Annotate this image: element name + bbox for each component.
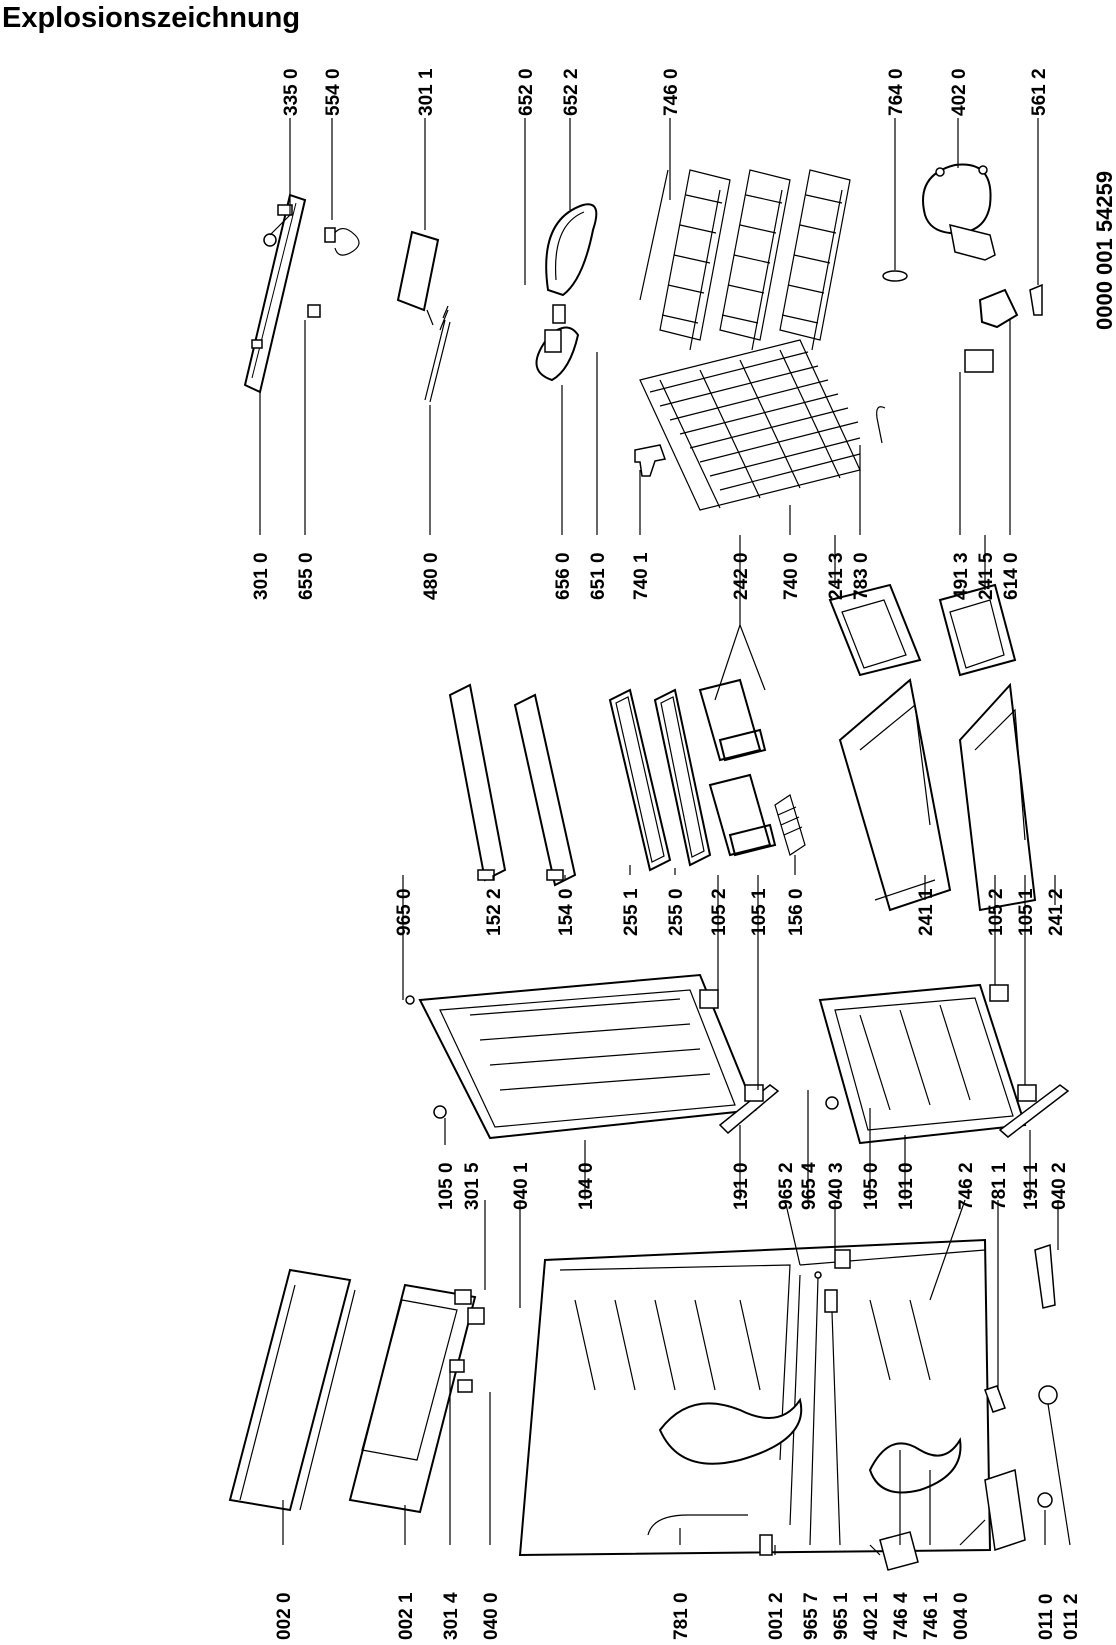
- label-965-2: 965 2: [776, 1162, 797, 1210]
- label-301-1: 301 1: [416, 68, 437, 116]
- part-labels: 335 0 554 0 301 1 652 0 652 2 746 0 764 …: [251, 68, 1082, 1640]
- label-746-2: 746 2: [956, 1162, 977, 1210]
- label-746-4: 746 4: [891, 1592, 912, 1640]
- label-105-1-b: 105 1: [1016, 888, 1037, 936]
- label-652-2: 652 2: [561, 68, 582, 116]
- label-652-0: 652 0: [516, 68, 537, 116]
- label-402-1: 402 1: [861, 1592, 882, 1640]
- label-783-0: 783 0: [851, 552, 872, 600]
- label-301-0: 301 0: [251, 552, 272, 600]
- label-241-1: 241 1: [916, 888, 937, 936]
- label-104-0: 104 0: [576, 1162, 597, 1210]
- label-004-0: 004 0: [951, 1592, 972, 1640]
- label-764-0: 764 0: [886, 68, 907, 116]
- label-011-2: 011 2: [1061, 1594, 1082, 1641]
- label-002-0: 002 0: [274, 1592, 295, 1640]
- label-402-0: 402 0: [949, 68, 970, 116]
- label-965-1: 965 1: [831, 1592, 852, 1640]
- label-241-5: 241 5: [976, 552, 997, 600]
- label-965-4: 965 4: [799, 1162, 820, 1210]
- label-335-0: 335 0: [281, 68, 302, 116]
- label-040-0: 040 0: [481, 1592, 502, 1640]
- label-781-1: 781 1: [989, 1162, 1010, 1210]
- label-301-4: 301 4: [441, 1592, 462, 1640]
- label-002-1: 002 1: [396, 1592, 417, 1640]
- label-040-3: 040 3: [826, 1162, 847, 1210]
- label-255-0: 255 0: [666, 888, 687, 936]
- label-101-0: 101 0: [896, 1162, 917, 1210]
- label-656-0: 656 0: [553, 552, 574, 600]
- label-040-2: 040 2: [1049, 1162, 1070, 1210]
- label-554-0: 554 0: [323, 68, 344, 116]
- label-011-0: 011 0: [1036, 1594, 1057, 1641]
- label-491-3: 491 3: [951, 552, 972, 600]
- label-242-0: 242 0: [731, 552, 752, 600]
- label-746-1: 746 1: [921, 1592, 942, 1640]
- label-105-2: 105 2: [709, 888, 730, 936]
- label-255-1: 255 1: [621, 888, 642, 936]
- label-105-0: 105 0: [436, 1162, 457, 1210]
- label-191-1: 191 1: [1021, 1162, 1042, 1210]
- label-040-1: 040 1: [511, 1162, 532, 1210]
- label-480-0: 480 0: [421, 552, 442, 600]
- label-655-0: 655 0: [296, 552, 317, 600]
- label-241-2: 241 2: [1046, 888, 1067, 936]
- label-105-2-b: 105 2: [986, 888, 1007, 936]
- label-001-2: 001 2: [766, 1592, 787, 1640]
- part-drawings: [228, 120, 1070, 1571]
- label-965-7: 965 7: [801, 1592, 822, 1640]
- label-301-5: 301 5: [462, 1162, 483, 1210]
- label-152-2: 152 2: [484, 888, 505, 936]
- label-740-1: 740 1: [631, 552, 652, 600]
- label-746-0: 746 0: [661, 68, 682, 116]
- label-156-0: 156 0: [786, 888, 807, 936]
- label-740-0: 740 0: [781, 552, 802, 600]
- label-241-3: 241 3: [826, 552, 847, 600]
- label-781-0: 781 0: [671, 1592, 692, 1640]
- leader-lines: [259, 118, 1071, 1556]
- page-title: Explosionszeichnung: [2, 2, 301, 34]
- label-651-0: 651 0: [588, 552, 609, 600]
- label-191-0: 191 0: [731, 1162, 752, 1210]
- label-154-0: 154 0: [556, 888, 577, 936]
- label-965-0: 965 0: [394, 888, 415, 936]
- label-561-2: 561 2: [1029, 68, 1050, 116]
- label-105-0-b: 105 0: [861, 1162, 882, 1210]
- label-105-1: 105 1: [749, 888, 770, 936]
- label-614-0: 614 0: [1001, 552, 1022, 600]
